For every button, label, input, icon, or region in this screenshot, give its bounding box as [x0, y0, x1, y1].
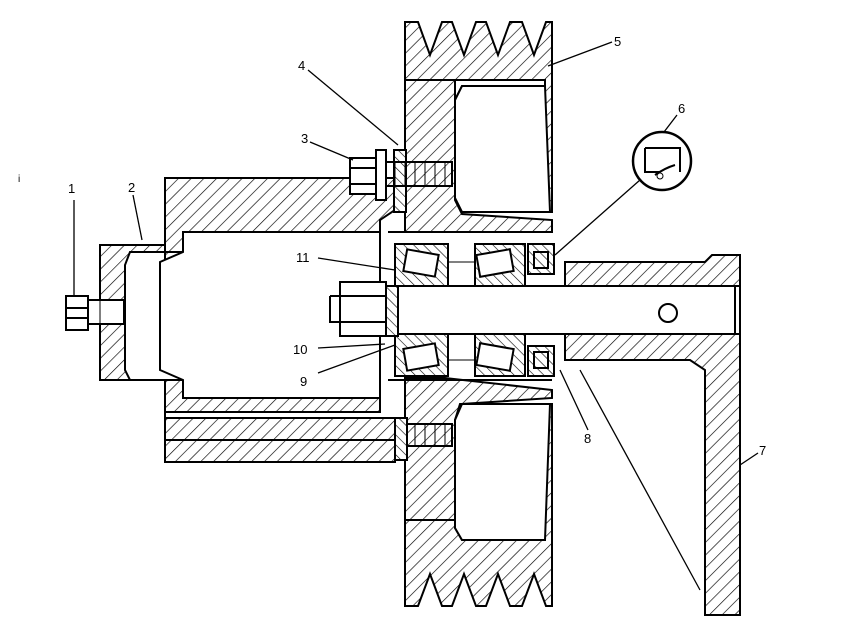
- seal-detail-bubble: [554, 130, 693, 256]
- callout-9: 9: [300, 374, 307, 389]
- inner-bearing: [394, 243, 449, 377]
- callout-labels: 1 2 3 4 5 6 7 8 9 10 11 i: [18, 34, 766, 458]
- adjusting-bolt: [65, 295, 125, 331]
- shaft: [394, 285, 741, 335]
- callout-4: 4: [298, 58, 305, 73]
- outer-bearing: [474, 243, 526, 377]
- lower-bolt: [394, 417, 453, 461]
- callout-6: 6: [678, 101, 685, 116]
- callout-8: 8: [584, 431, 591, 446]
- callout-7: 7: [759, 443, 766, 458]
- callout-2: 2: [128, 180, 135, 195]
- callout-10: 10: [293, 342, 307, 357]
- mounting-bracket: [564, 254, 741, 616]
- stray-mark: i: [18, 174, 20, 185]
- seal: [527, 243, 555, 377]
- callout-5: 5: [614, 34, 621, 49]
- bearing-housing: [99, 177, 396, 463]
- pulley: [388, 21, 553, 607]
- shaft-nut: [329, 281, 387, 337]
- shaft-washer: [385, 285, 399, 337]
- callout-1: 1: [68, 181, 75, 196]
- leader-lines: [73, 41, 759, 591]
- flange-bolt: [349, 149, 453, 213]
- callout-3: 3: [301, 131, 308, 146]
- callout-11: 11: [296, 250, 310, 265]
